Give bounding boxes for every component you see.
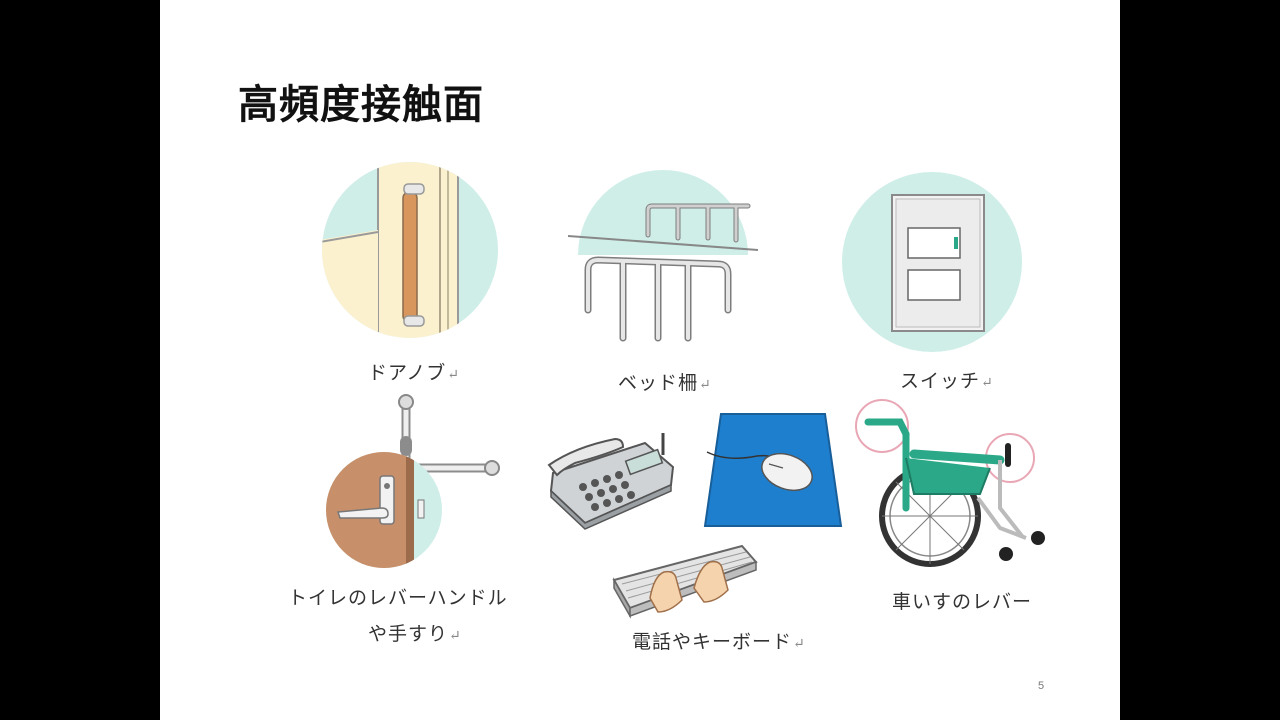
caption-bed-rail: ベッド柵↵	[618, 372, 712, 394]
caption-phone-keyboard: 電話やキーボード↵	[632, 631, 806, 653]
wheelchair-illustration	[855, 399, 1045, 567]
telephone-illustration	[547, 433, 675, 530]
caption-toilet-line2: や手すり↵	[368, 623, 462, 645]
keyboard-illustration	[612, 544, 758, 619]
page-number: 5	[1038, 680, 1045, 692]
slide: 高頻度接触面	[160, 0, 1120, 720]
light-switch-illustration	[842, 172, 1022, 352]
toilet-lever-handrail-illustration	[326, 394, 500, 568]
return-mark-icon: ↵	[699, 377, 712, 393]
mouse-pad-illustration	[703, 413, 843, 527]
return-mark-icon: ↵	[447, 367, 461, 383]
return-mark-icon: ↵	[981, 375, 994, 391]
return-mark-icon: ↵	[793, 636, 806, 652]
caption-wheelchair: 車いすのレバー	[892, 591, 1033, 613]
caption-door-knob: ドアノブ↵	[368, 362, 461, 384]
slide-title: 高頻度接触面	[238, 82, 484, 128]
caption-switch: スイッチ↵	[900, 370, 994, 392]
door-handle-illustration	[322, 162, 498, 338]
return-mark-icon: ↵	[449, 628, 462, 644]
caption-toilet-line1: トイレのレバーハンドル	[288, 587, 508, 609]
bed-rail-illustration	[568, 170, 758, 342]
